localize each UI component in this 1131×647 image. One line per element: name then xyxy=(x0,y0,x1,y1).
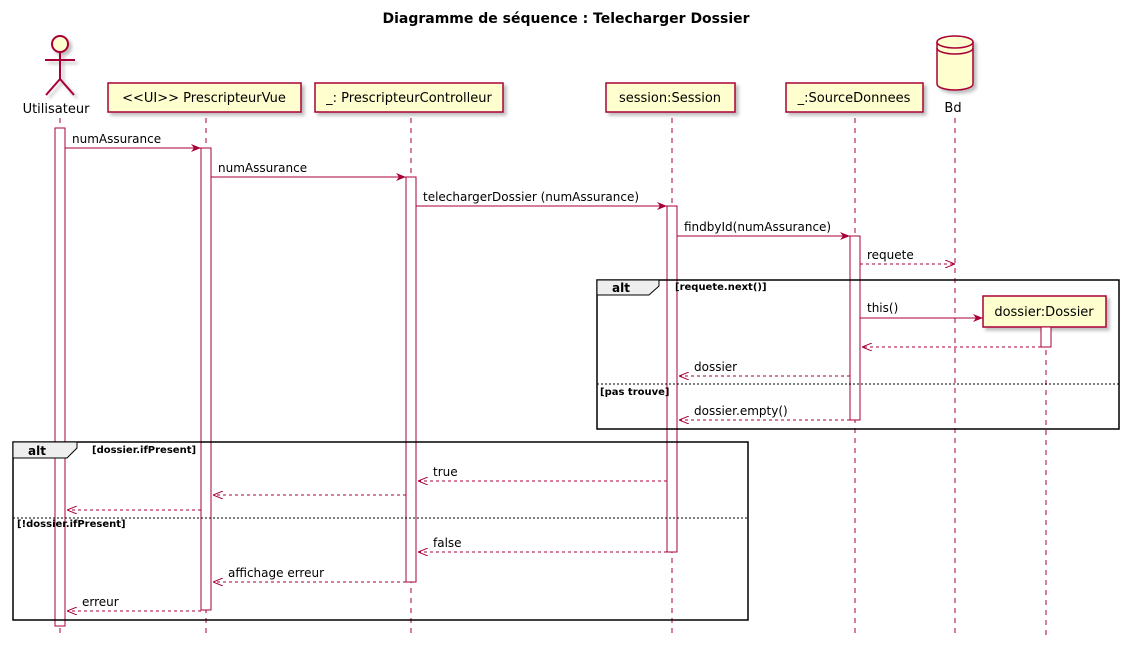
alt-frame-dossier-guard1: [dossier.ifPresent] xyxy=(92,445,196,456)
participant-dossier-box xyxy=(982,295,1107,328)
message-label-10: true xyxy=(433,465,458,479)
activation-dossier xyxy=(1040,326,1052,348)
actor-utilisateur-label: Utilisateur xyxy=(23,102,91,117)
activation-controlleur xyxy=(405,176,417,583)
participant-source-box xyxy=(785,82,924,113)
participant-bd-label: Bd xyxy=(944,101,961,116)
activation-utilisateur xyxy=(54,127,66,627)
alt-frame-requete-guard2: [pas trouve] xyxy=(600,387,669,398)
alt-frame-requete-label: alt xyxy=(612,281,630,295)
participant-dossier-label: dossier:Dossier xyxy=(994,305,1094,320)
participant-source-label: _:SourceDonnees xyxy=(797,91,911,106)
participant-vue-box xyxy=(107,82,302,113)
participant-session-label: session:Session xyxy=(619,91,721,106)
message-label-9: dossier.empty() xyxy=(694,404,788,418)
message-label-3: telechargerDossier (numAssurance) xyxy=(423,190,639,204)
participant-session-box xyxy=(605,82,736,113)
message-label-2: numAssurance xyxy=(218,161,307,175)
participant-vue-label: <<UI>> PrescripteurVue xyxy=(122,91,286,106)
activation-vue xyxy=(200,147,212,611)
database-icon xyxy=(936,35,974,91)
alt-frame-dossier-guard2: [!dossier.ifPresent] xyxy=(17,519,126,530)
message-label-4: findbyId(numAssurance) xyxy=(684,220,831,234)
alt-frame-requete xyxy=(596,279,1120,430)
message-label-5: requete xyxy=(867,248,914,262)
diagram-title: Diagramme de séquence : Telecharger Doss… xyxy=(382,11,749,27)
message-label-14: affichage erreur xyxy=(228,566,324,580)
activation-session xyxy=(666,205,678,553)
actor-utilisateur xyxy=(45,35,75,96)
participant-controlleur-box xyxy=(314,82,504,113)
alt-frame-dossier-label: alt xyxy=(28,444,46,458)
message-label-6: this() xyxy=(867,301,898,315)
participant-controlleur-label: _: PrescripteurControlleur xyxy=(325,91,492,106)
message-label-8: dossier xyxy=(694,360,737,374)
message-label-1: numAssurance xyxy=(72,132,161,146)
message-label-13: false xyxy=(433,536,462,550)
message-label-15: erreur xyxy=(82,595,119,609)
alt-frame-dossier xyxy=(12,441,749,621)
activation-source xyxy=(849,235,861,421)
alt-frame-requete-guard1: [requete.next()] xyxy=(675,282,767,293)
